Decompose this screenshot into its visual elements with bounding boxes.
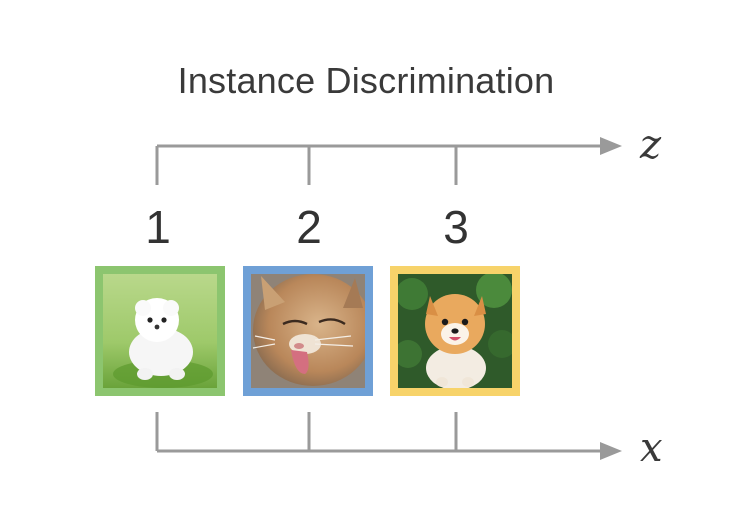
- z-axis: [155, 144, 605, 185]
- z-axis-arrowhead: [600, 137, 622, 155]
- puppy-white-image: [103, 274, 217, 388]
- item-index-2: 2: [296, 201, 322, 253]
- cat-image: [251, 274, 365, 388]
- item-index-3: 3: [443, 201, 469, 253]
- image-frame-2: [243, 266, 373, 396]
- diagram-title-text: Instance Discrimination: [177, 60, 555, 101]
- x-axis-arrowhead: [600, 442, 622, 460]
- item-index-1: 1: [145, 201, 171, 253]
- diagram-title: Instance Discrimination: [0, 60, 731, 102]
- x-axis-label: x: [640, 425, 663, 471]
- image-frame-1: [95, 266, 225, 396]
- x-axis: [155, 412, 605, 453]
- image-frame-3: [390, 266, 520, 396]
- z-axis-label: z: [640, 122, 662, 168]
- pomeranian-image: [398, 274, 512, 388]
